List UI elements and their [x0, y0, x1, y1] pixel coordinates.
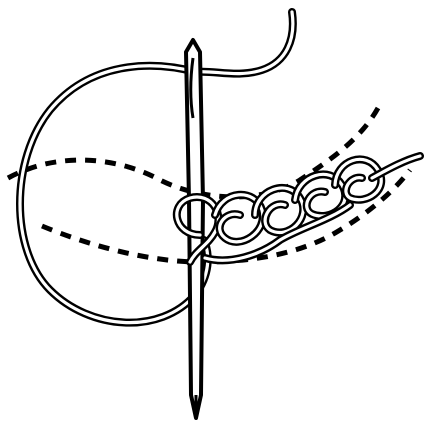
- chain-stitch-icon: [177, 156, 420, 262]
- thread-icon: [20, 12, 293, 323]
